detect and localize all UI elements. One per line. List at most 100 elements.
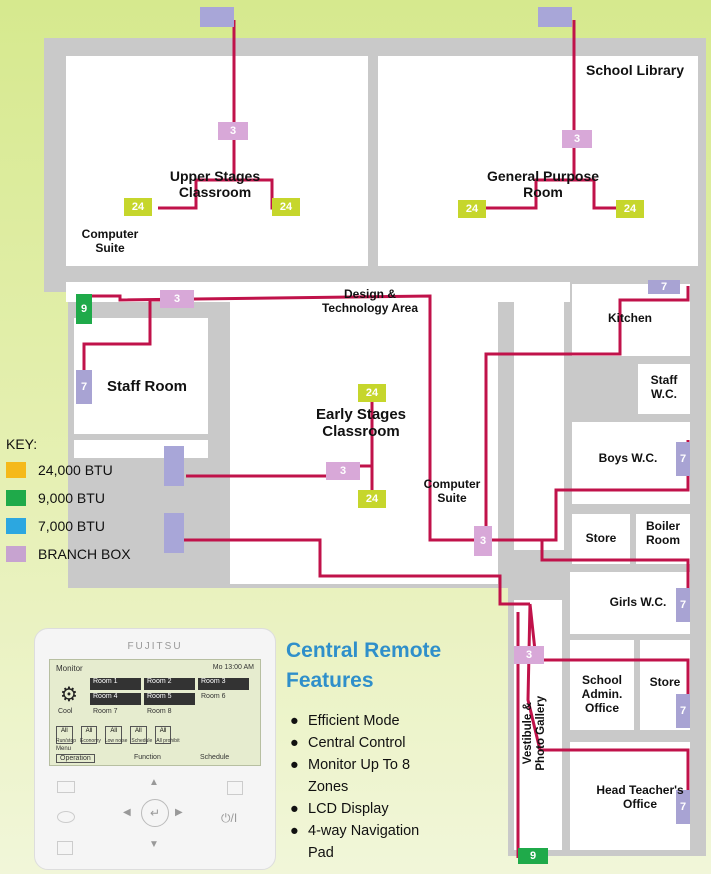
feature-text: Zones — [308, 779, 349, 795]
keypad-power-icon: ⏻/I — [221, 811, 238, 825]
label-computer-suite-lower: Computer Suite — [423, 477, 481, 505]
unit-7-staff: 7 — [76, 370, 92, 404]
outdoor-unit-2 — [538, 7, 572, 27]
outdoor-unit-4 — [164, 513, 184, 553]
key-label-9: 9,000 BTU — [38, 490, 105, 506]
unit-24-gp-left: 24 — [458, 200, 486, 218]
label-store-2: Store — [649, 675, 681, 689]
branch-box-early: 3 — [326, 462, 360, 480]
label-boiler-room: Boiler Room — [645, 519, 680, 547]
feature-item-3: ● Monitor Up To 8 — [290, 756, 410, 775]
screen-all-3: All — [105, 726, 123, 744]
label-staff-wc: Staff W.C. — [650, 373, 678, 401]
feature-item-2: ● Central Control — [290, 734, 406, 753]
room-vestibule — [514, 600, 562, 850]
feature-text: Central Control — [308, 735, 406, 751]
label-staff-room: Staff Room — [107, 378, 187, 395]
screen-tab-schedule: Schedule — [200, 754, 230, 761]
feature-item-4: ●LCD Display — [290, 800, 389, 819]
key-swatch-7 — [6, 518, 26, 534]
branch-box-vestibule: 3 — [514, 646, 544, 664]
key-label-7: 7,000 BTU — [38, 518, 105, 534]
key-label-24: 24,000 BTU — [38, 462, 113, 478]
feature-item-5: ●4-way Navigation — [290, 822, 419, 841]
screen-menu: Menu — [56, 746, 72, 752]
keypad-key-4 — [227, 781, 243, 795]
keypad-down-icon: ▼ — [149, 839, 159, 850]
bullet-dot: ● — [290, 735, 299, 751]
screen-room-1: Room 1 — [90, 678, 141, 690]
feature-text: Pad — [308, 845, 334, 861]
remote-keypad: ▲ ◀ ↵ ▶ ▼ ⏻/I — [49, 777, 259, 861]
bullet-dot: ● — [290, 713, 299, 729]
feature-item-1: ● Efficient Mode — [290, 712, 400, 731]
room-dt-area — [230, 300, 498, 584]
features-title-line1: Central Remote — [286, 639, 442, 662]
label-store-1: Store — [585, 531, 617, 545]
room-girls-wc — [570, 572, 690, 634]
screen-all-1: All — [56, 726, 73, 744]
features-title-line2: Features — [286, 669, 374, 693]
key-swatch-24 — [6, 462, 26, 478]
key-label-branch: BRANCH BOX — [38, 546, 131, 562]
unit-9-vestibule: 9 — [518, 848, 548, 864]
unit-7-kitchen: 7 — [648, 280, 680, 294]
room-general-purpose — [378, 56, 698, 266]
unit-7-girls: 7 — [676, 588, 690, 622]
keypad-key-2 — [57, 811, 75, 823]
unit-24-gp-right: 24 — [616, 200, 644, 218]
key-swatch-branch — [6, 546, 26, 562]
features-title: Central Remote Features — [286, 636, 441, 697]
label-school-library: School Library — [585, 62, 685, 78]
branch-box-computer: 3 — [474, 526, 492, 556]
screen-room-4: Room 4 — [90, 693, 141, 705]
label-general-purpose: General Purpose Room — [486, 168, 600, 201]
label-vestibule: Vestibule & Photo Gallery — [521, 695, 547, 771]
remote-screen: Monitor Mo 13:00 AM ⚙ Cool Room 1 Room 2… — [49, 659, 261, 766]
label-kitchen: Kitchen — [607, 311, 652, 325]
room-boiler — [636, 514, 690, 564]
label-computer-suite-upper: Computer Suite — [81, 227, 139, 255]
label-school-admin: School Admin. Office — [581, 673, 623, 715]
room-kitchen — [572, 284, 690, 356]
key-swatch-9 — [6, 490, 26, 506]
unit-24-early-bottom: 24 — [358, 490, 386, 508]
screen-room-5: Room 5 — [144, 693, 195, 705]
unit-24-upper-right: 24 — [272, 198, 300, 216]
label-early-stages: Early Stages Classroom — [315, 406, 407, 441]
label-upper-stages: Upper Stages Classroom — [169, 168, 261, 201]
keypad-up-icon: ▲ — [149, 777, 159, 788]
screen-sub-3: Low noise — [104, 738, 128, 744]
feature-text: Monitor Up To 8 — [308, 757, 411, 773]
screen-all-5: All — [154, 726, 172, 744]
branch-box-corridor: 3 — [160, 290, 194, 308]
outdoor-unit-3 — [164, 446, 184, 486]
screen-room-3: Room 3 — [198, 678, 249, 690]
screen-room-8: Room 8 — [147, 708, 172, 715]
screen-button-subs: Run/stop Economy Low noise Schedule All … — [56, 738, 260, 748]
screen-gear-icon: ⚙ — [60, 684, 78, 706]
keypad-enter-icon: ↵ — [141, 799, 169, 827]
unit-7-store: 7 — [676, 694, 690, 728]
bullet-dot: ● — [290, 823, 299, 839]
screen-tab-operation: Operation — [56, 754, 95, 763]
remote-brand: FUJITSU — [127, 641, 183, 652]
label-boys-wc: Boys W.C. — [598, 451, 658, 465]
screen-cool: Cool — [58, 708, 73, 715]
keypad-left-icon: ◀ — [123, 807, 131, 818]
feature-text: Efficient Mode — [308, 713, 400, 729]
screen-all-2: All — [80, 726, 98, 744]
key-title: KEY: — [6, 436, 38, 452]
feature-item-5b: Pad — [290, 844, 334, 863]
unit-9-corridor: 9 — [76, 294, 92, 324]
room-head-teacher — [570, 742, 690, 850]
branch-box-upper: 3 — [218, 122, 248, 140]
screen-tab-function: Function — [134, 754, 161, 761]
unit-7-boys: 7 — [676, 442, 690, 476]
keypad-key-1 — [57, 781, 75, 793]
label-girls-wc: Girls W.C. — [609, 595, 667, 609]
bullet-dot: ● — [290, 757, 299, 773]
room-upper-stages — [66, 56, 368, 266]
screen-all-4: All — [130, 726, 147, 744]
